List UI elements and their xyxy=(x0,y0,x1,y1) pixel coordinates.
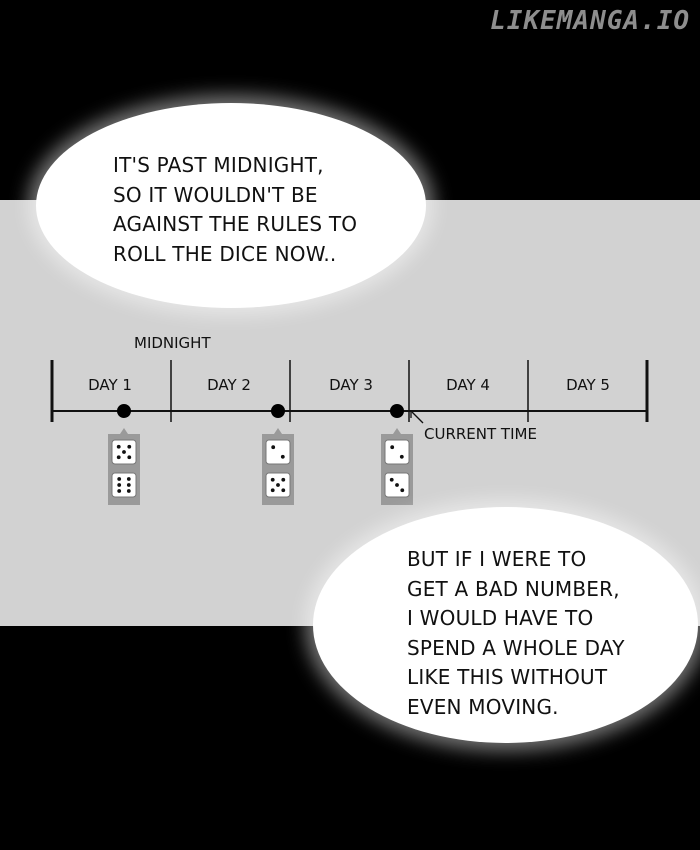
day-label-2: DAY 2 xyxy=(207,376,251,394)
dice-group xyxy=(381,428,413,505)
day-label-3: DAY 3 xyxy=(329,376,373,394)
day-label-5: DAY 5 xyxy=(566,376,610,394)
speech-bubble-top: IT'S PAST MIDNIGHT, SO IT WOULDN'T BE AG… xyxy=(36,103,426,308)
die-pip xyxy=(400,488,405,493)
timeline-marker-3 xyxy=(390,404,404,418)
die-pip xyxy=(127,444,132,449)
die-pip xyxy=(389,477,394,482)
day-label-4: DAY 4 xyxy=(446,376,490,394)
die xyxy=(111,472,137,498)
timeline-marker-1 xyxy=(117,404,131,418)
speech-line: SPEND A WHOLE DAY xyxy=(407,635,625,660)
die xyxy=(265,439,291,465)
die-pip xyxy=(117,489,122,493)
die xyxy=(384,439,410,465)
day-label-1: DAY 1 xyxy=(88,376,132,394)
die-pip xyxy=(281,477,286,482)
die-pip xyxy=(116,444,121,449)
current-time-label: CURRENT TIME xyxy=(424,425,537,443)
dice-group xyxy=(262,428,294,505)
die-pip xyxy=(399,454,404,459)
speech-bubble-bottom-text: BUT IF I WERE TO GET A BAD NUMBER, I WOU… xyxy=(407,545,625,722)
die-pip xyxy=(270,488,275,493)
speech-line: GET A BAD NUMBER, xyxy=(407,576,620,601)
die-pip xyxy=(126,489,131,493)
die-pip xyxy=(127,455,132,460)
die-pip xyxy=(270,477,275,482)
die-pip xyxy=(276,483,280,487)
speech-line: I WOULD HAVE TO xyxy=(407,606,594,630)
speech-line: IT'S PAST MIDNIGHT, xyxy=(113,153,324,177)
timeline-marker-2 xyxy=(271,404,285,418)
speech-line: AGAINST THE RULES TO xyxy=(113,212,358,236)
die-pip xyxy=(281,488,286,493)
speech-line: LIKE THIS WITHOUT xyxy=(407,665,608,689)
dice-group xyxy=(108,428,140,505)
watermark: LIKEMANGA.IO xyxy=(490,6,690,36)
die-pip xyxy=(116,455,121,460)
die-pip xyxy=(126,477,131,481)
current-time-pointer xyxy=(411,411,424,424)
speech-line: ROLL THE DICE NOW.. xyxy=(113,241,337,266)
die-pip xyxy=(122,450,126,454)
dice-layer xyxy=(108,428,413,505)
die-pip xyxy=(117,483,122,487)
speech-line: EVEN MOVING. xyxy=(407,694,559,719)
die-pip xyxy=(280,454,285,459)
die-pip xyxy=(395,483,399,487)
speech-bubble-bottom: BUT IF I WERE TO GET A BAD NUMBER, I WOU… xyxy=(313,507,698,743)
speech-bubble-top-text: IT'S PAST MIDNIGHT, SO IT WOULDN'T BE AG… xyxy=(113,151,357,269)
speech-line: SO IT WOULDN'T BE xyxy=(113,182,318,207)
die-pip xyxy=(117,477,122,481)
die-pip xyxy=(390,445,395,450)
midnight-label: MIDNIGHT xyxy=(134,334,211,352)
die-pip xyxy=(271,445,276,450)
die-pip xyxy=(126,483,131,487)
speech-line: BUT IF I WERE TO xyxy=(407,547,587,571)
current-time-arrowhead xyxy=(410,410,418,418)
